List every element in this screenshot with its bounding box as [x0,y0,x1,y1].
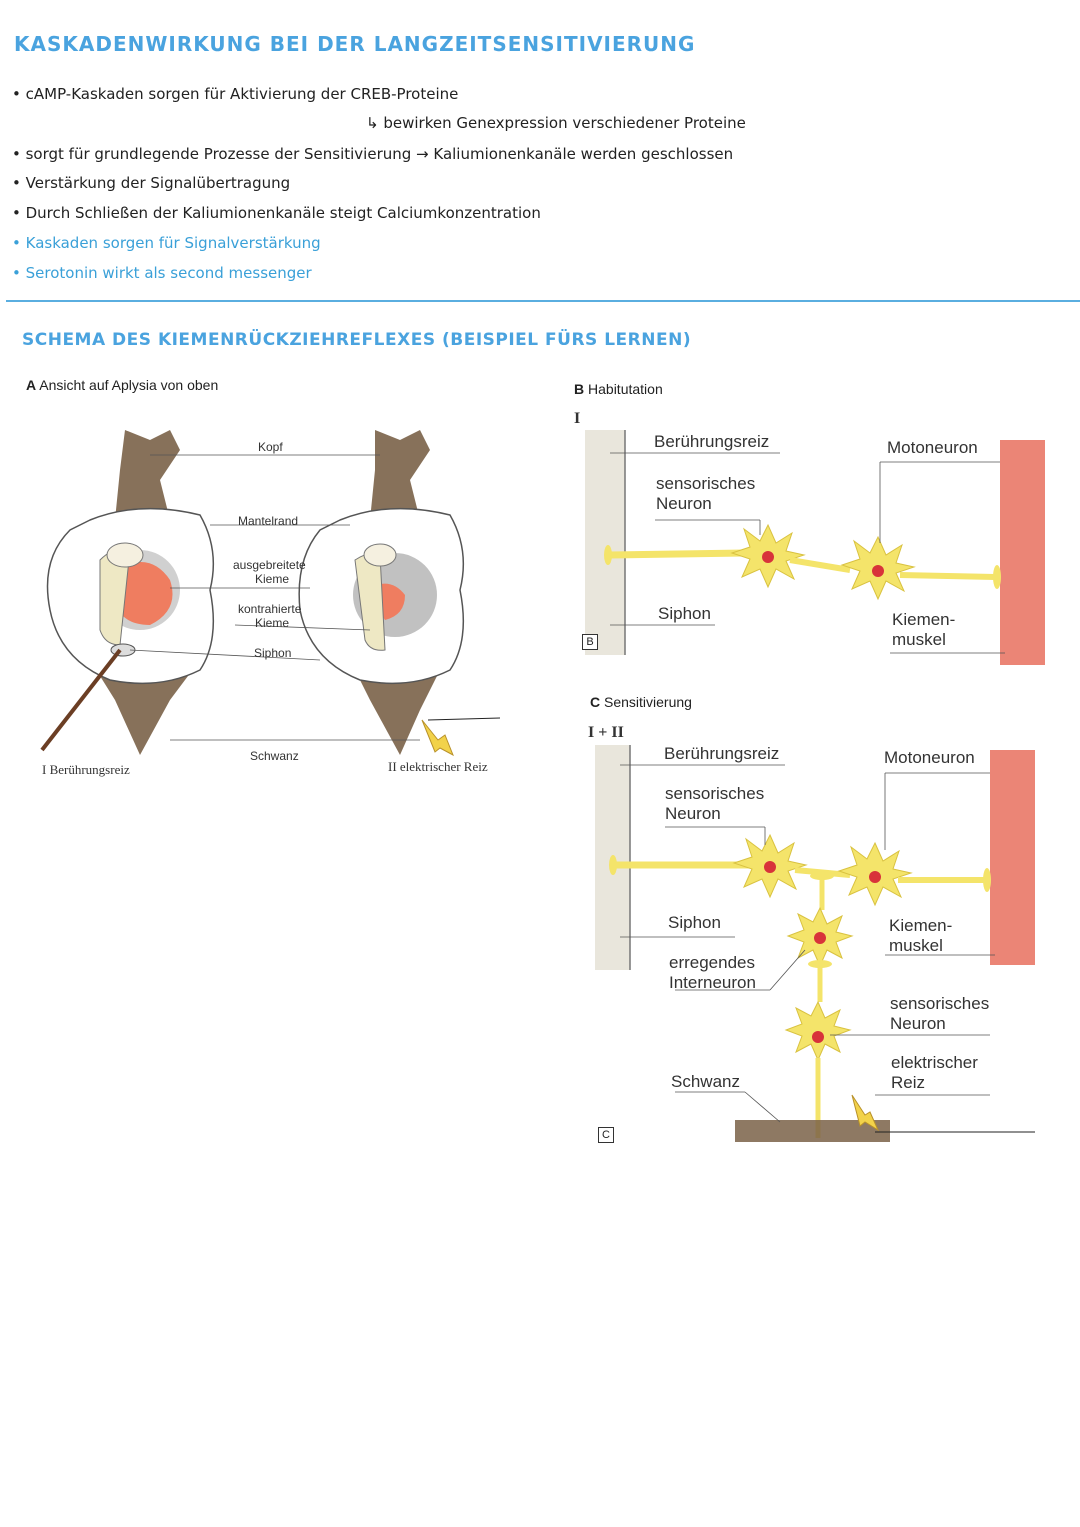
label-kiemen: Kiemen- [892,610,956,629]
panel-c-title: C Sensitivierung [590,694,692,710]
label-kontrahierte: kontrahierte [238,602,302,616]
label-elektrischer: elektrischer [891,1053,978,1072]
label-interneuron: Interneuron [669,973,756,992]
label-sensorisches: sensorisches [665,784,765,803]
page-title: KASKADENWIRKUNG BEI DER LANGZEITSENSITIV… [14,32,696,56]
roman-label: I + II [588,724,624,741]
label-kopf: Kopf [258,440,283,454]
sensitization-diagram [595,745,1035,1142]
label-siphon: Siphon [668,913,721,932]
label-siphon: Siphon [658,604,711,623]
label-schwanz: Schwanz [671,1072,740,1091]
label-kieme: Kieme [255,616,290,630]
label-beruehrungsreiz: Berührungsreiz [664,744,780,763]
label-reiz-1: I Berührungsreiz [42,762,130,777]
section-title: SCHEMA DES KIEMENRÜCKZIEHREFLEXES (BEISP… [22,330,692,350]
label-ausgebreitete: ausgebreitete [233,558,306,572]
label-muskel: muskel [889,936,943,955]
label-sensorisches-2: sensorisches [890,994,990,1013]
label-neuron: Neuron [656,494,712,513]
label-beruehrungsreiz: Berührungsreiz [654,432,770,451]
label-reiz-2: II elektrischer Reiz [388,759,488,774]
habituation-diagram [585,430,1045,665]
label-muskel: muskel [892,630,946,649]
label-erregendes: erregendes [669,953,756,972]
label-neuron: Neuron [665,804,721,823]
panel-b-title: B Habitutation [574,381,663,397]
label-sensorisches: sensorisches [656,474,756,493]
note-line: • Durch Schließen der Kaliumionenkanäle … [12,204,541,222]
figure-box-label: C [598,1127,614,1143]
note-line: • cAMP-Kaskaden sorgen für Aktivierung d… [12,85,459,103]
label-kiemen: Kiemen- [889,916,953,935]
note-line-blue: • Serotonin wirkt als second messenger [12,264,312,282]
label-motoneuron: Motoneuron [887,438,978,457]
figure-box-label: B [582,634,598,650]
note-line: • Verstärkung der Signalübertragung [12,174,291,192]
roman-label: I [574,410,581,427]
note-line: • sorgt für grundlegende Prozesse der Se… [12,145,734,163]
divider [6,300,1080,302]
label-neuron-2: Neuron [890,1014,946,1033]
label-kieme: Kieme [255,572,290,586]
label-schwanz: Schwanz [250,749,299,763]
label-motoneuron: Motoneuron [884,748,975,767]
label-siphon: Siphon [254,646,292,660]
aplysia-illustration [40,430,501,757]
label-mantelrand: Mantelrand [238,514,299,528]
panel-a-title: A Ansicht auf Aplysia von oben [26,377,219,393]
note-line: ↳ bewirken Genexpression verschiedener P… [366,114,746,132]
note-line-blue: • Kaskaden sorgen für Signalverstärkung [12,234,321,252]
label-reiz: Reiz [891,1073,926,1092]
